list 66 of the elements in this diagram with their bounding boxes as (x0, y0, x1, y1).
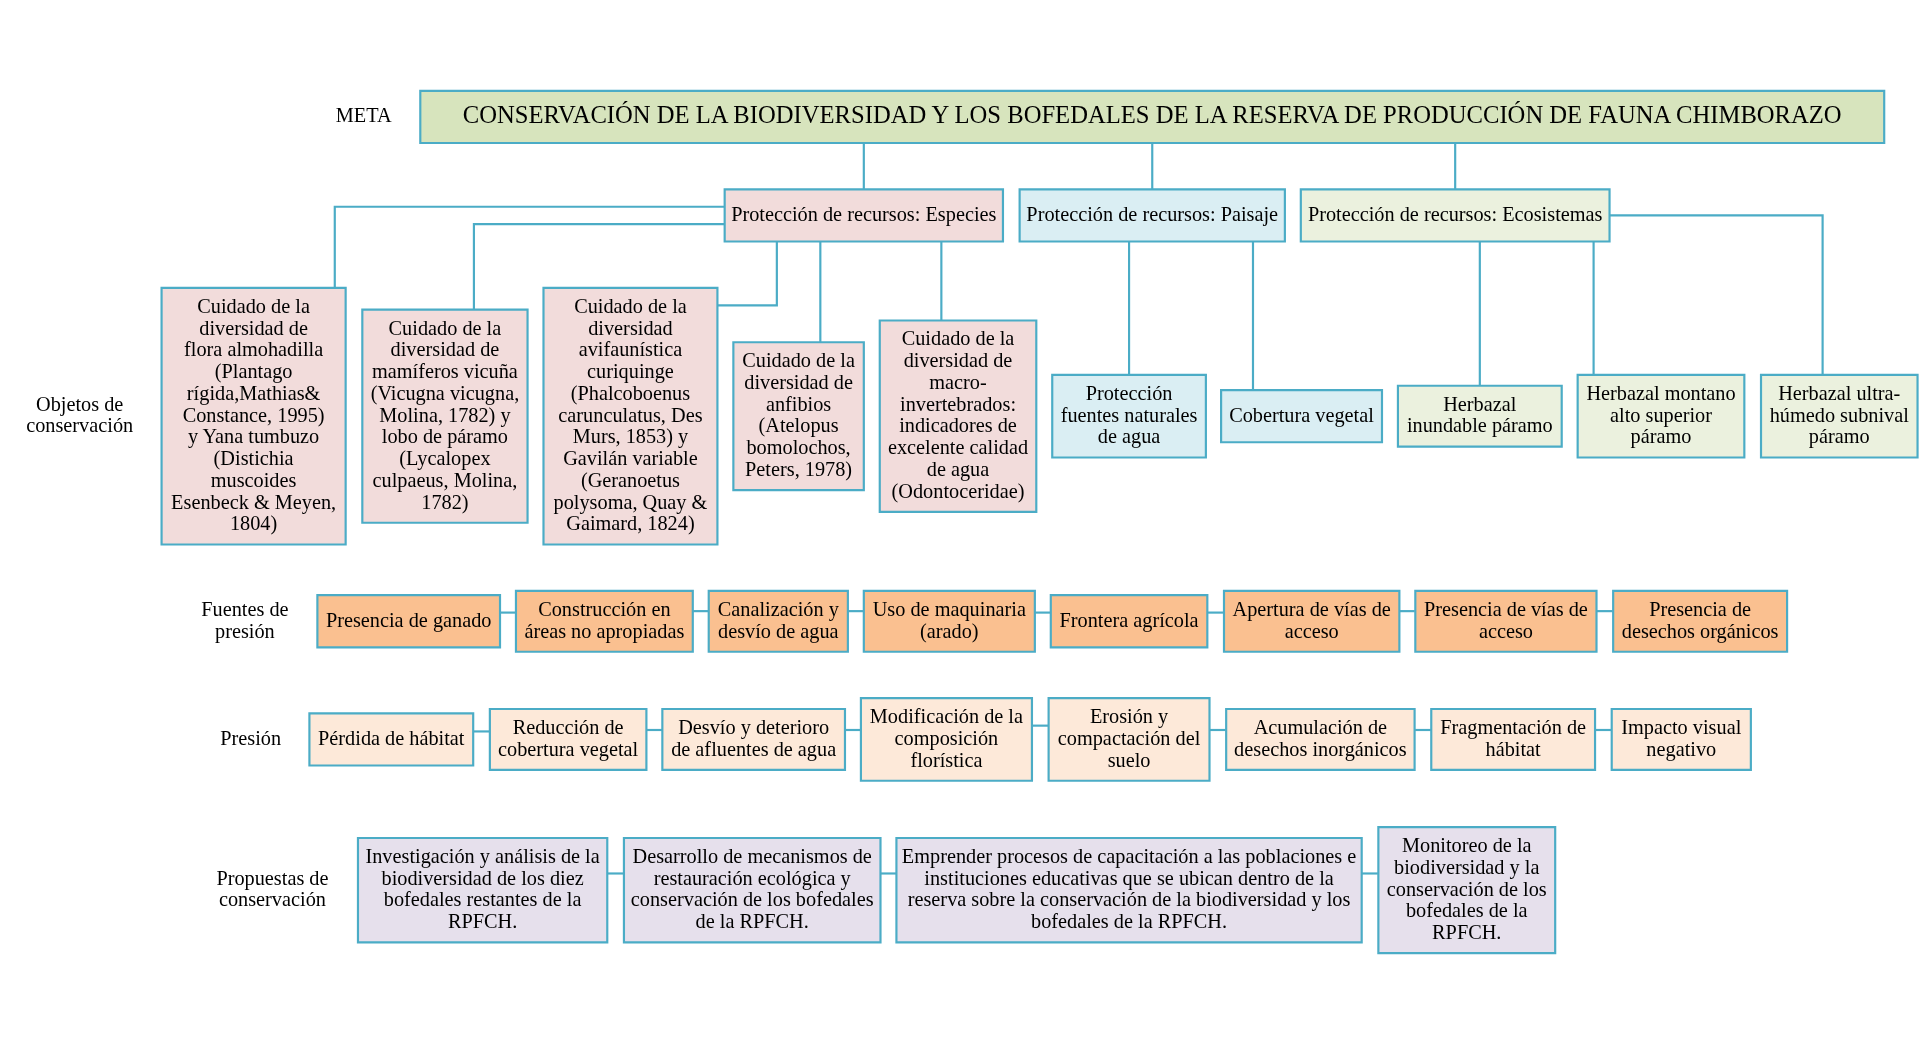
connector (333, 205, 725, 288)
node-box: Cuidado de la diversidad de mamíferos vicuña (Vicugna vicugna, Molina, 1782) y lobo de páramo (Lycalopex culpaeus, Molina, 1782) (361, 308, 529, 524)
node-box: Apertura de vías de acceso (1222, 589, 1401, 653)
connector (1454, 142, 1457, 189)
label: Presión (220, 726, 282, 749)
node-box: Cobertura vegetal (1220, 388, 1384, 443)
node-box: Cuidado de la diversidad de macro-invertebrados: indicadores de excelente calidad de agua (Odontoceridae) (878, 318, 1038, 513)
connector (848, 609, 864, 612)
label: Fuentes de presión (201, 597, 289, 642)
node-box: Cuidado de la diversidad de flora almohadilla (Plantago rígida,Mathias& Constance, 1995) y Yana tumbuzo (Distichia muscoides Esenbeck & Meyen, 1804) (160, 286, 347, 546)
node-box: Protección fuentes naturales de agua (1051, 373, 1207, 459)
node-box: Investigación y análisis de la biodiversidad de los diez bofedales restantes de la RPFCH. (356, 836, 609, 943)
connector (1415, 728, 1432, 731)
connector (1127, 241, 1131, 375)
connector (819, 241, 822, 342)
node-box: Fragmentación de hábitat (1430, 707, 1597, 771)
node-box: CONSERVACIÓN DE LA BIODIVERSIDAD Y LOS BOFEDALES DE LA RESERVA DE PRODUCCIÓN DE FAUNA CHIMBORAZO (419, 89, 1886, 144)
node-box: Protección de recursos: Paisaje (1018, 187, 1286, 243)
node-box: Construcción en áreas no apropiadas (514, 589, 694, 653)
label: Objetos de conservación (26, 392, 134, 436)
connector (1399, 609, 1415, 612)
node-box: Pérdida de hábitat (308, 711, 475, 767)
node-box: Protección de recursos: Ecosistemas (1299, 187, 1611, 243)
connector (1592, 241, 1595, 375)
node-box: Herbazal ultra-húmedo subnival páramo (1759, 373, 1919, 459)
connector (717, 241, 778, 306)
connector (1035, 611, 1051, 614)
connector (940, 241, 943, 320)
node-box: Presencia de vías de acceso (1414, 589, 1598, 653)
connector (1596, 609, 1613, 612)
connector (1251, 241, 1255, 390)
connector (1209, 728, 1226, 731)
connector (1032, 724, 1049, 727)
node-box: Presencia de ganado (316, 593, 502, 648)
node-box: Emprender procesos de capacitación a las poblaciones e instituciones educativas que se ubican dentro de la reserva sobre la conservación de la biodiversidad y los bofedales de la RPFCH. (895, 836, 1363, 943)
node-box: Reducción de cobertura vegetal (488, 707, 648, 771)
node-box: Herbazal montano alto superior páramo (1576, 373, 1746, 459)
connector (880, 871, 897, 875)
node-box: Presencia de desechos orgánicos (1612, 589, 1789, 653)
node-box: Cuidado de la diversidad avifaunística curiquinge (Phalcoboenus carunculatus, Des Murs, 1853) y Gavilán variable (Geranoetus polysoma, Quay & Gaimard, 1824) (542, 286, 719, 546)
node-box: Frontera agrícola (1049, 593, 1209, 648)
node-box: Desvío y deterioro de afluentes de agua (661, 707, 847, 771)
node-box: Protección de recursos: Especies (723, 187, 1005, 243)
connector (845, 728, 861, 731)
node-box: Impacto visual negativo (1610, 707, 1752, 771)
connector (473, 729, 490, 733)
connector (1478, 241, 1481, 385)
connector (472, 222, 725, 309)
node-box: Acumulación de desechos inorgánicos (1225, 707, 1416, 771)
label: META (335, 103, 392, 126)
node-box: Desarrollo de mecanismos de restauración ecológica y conservación de los bofedales de la RPFCH. (622, 836, 882, 943)
node-box: Modificación de la composición florística (859, 696, 1034, 782)
node-box: Uso de maquinaria (arado) (862, 589, 1036, 653)
connector (1151, 142, 1154, 189)
connector (1595, 728, 1612, 731)
node-box: Erosión y compactación del suelo (1047, 696, 1211, 782)
node-box: Canalización y desvío de agua (707, 589, 849, 653)
connector (1609, 213, 1824, 375)
node-box: Cuidado de la diversidad de anfibios (Atelopus bomolochos, Peters, 1978) (732, 340, 865, 491)
connector (607, 871, 624, 875)
node-box: Monitoreo de la biodiversidad y la conservación de los bofedales de la RPFCH. (1377, 825, 1557, 954)
connector (500, 611, 516, 614)
connector (1361, 871, 1378, 875)
node-box: Herbazal inundable páramo (1396, 384, 1563, 448)
label: Propuestas de conservación (216, 866, 329, 910)
connector (862, 142, 865, 189)
